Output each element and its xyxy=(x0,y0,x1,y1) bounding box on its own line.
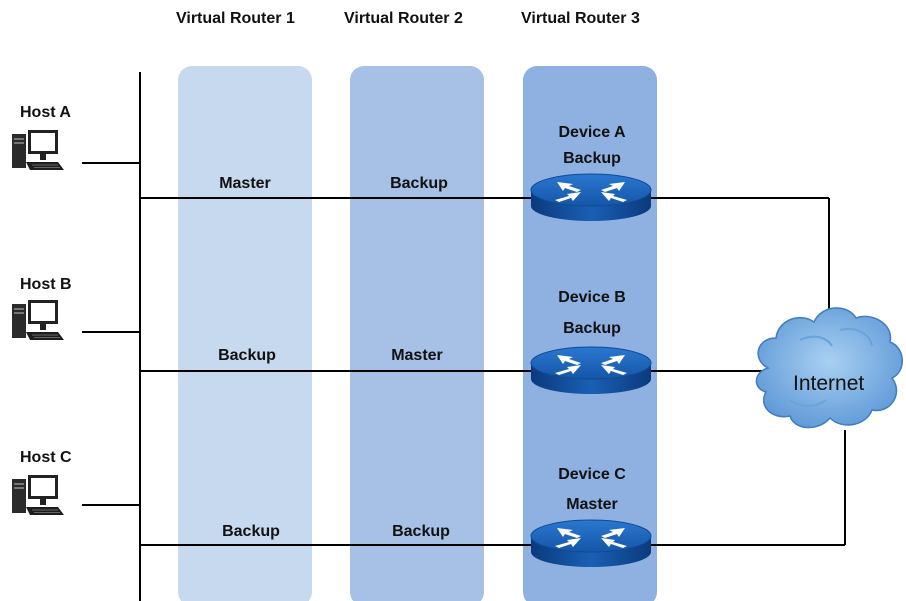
device-a-router-icon xyxy=(530,173,652,222)
vr1-column xyxy=(178,66,312,601)
host-a-label: Host A xyxy=(20,104,71,121)
host-b-computer-icon xyxy=(11,299,65,341)
network-links xyxy=(82,72,846,601)
device-a-role: Backup xyxy=(563,150,621,167)
row-a-vr2-role: Backup xyxy=(390,175,448,192)
row-b-vr1-role: Backup xyxy=(218,347,276,364)
row-a-vr1-role: Master xyxy=(219,175,271,192)
host-c-computer-icon xyxy=(11,474,65,516)
vr3-title: Virtual Router 3 xyxy=(521,10,640,27)
device-c-role: Master xyxy=(566,496,618,513)
row-c-vr2-role: Backup xyxy=(392,523,450,540)
row-c-vr1-role: Backup xyxy=(222,523,280,540)
host-b-label: Host B xyxy=(20,276,72,293)
host-a-computer-icon xyxy=(11,129,65,171)
device-a-name: Device A xyxy=(558,124,626,141)
vr2-column xyxy=(350,66,484,601)
device-b-router-icon xyxy=(530,346,652,395)
device-c-name: Device C xyxy=(558,466,626,483)
vr2-title: Virtual Router 2 xyxy=(344,10,463,27)
internet-cloud-icon xyxy=(755,307,903,429)
vr1-title: Virtual Router 1 xyxy=(176,10,295,27)
row-b-vr2-role: Master xyxy=(391,347,443,364)
device-b-name: Device B xyxy=(558,289,626,306)
internet-label: Internet xyxy=(793,372,865,395)
device-b-role: Backup xyxy=(563,320,621,337)
device-c-router-icon xyxy=(530,519,652,568)
host-c-label: Host C xyxy=(20,449,72,466)
